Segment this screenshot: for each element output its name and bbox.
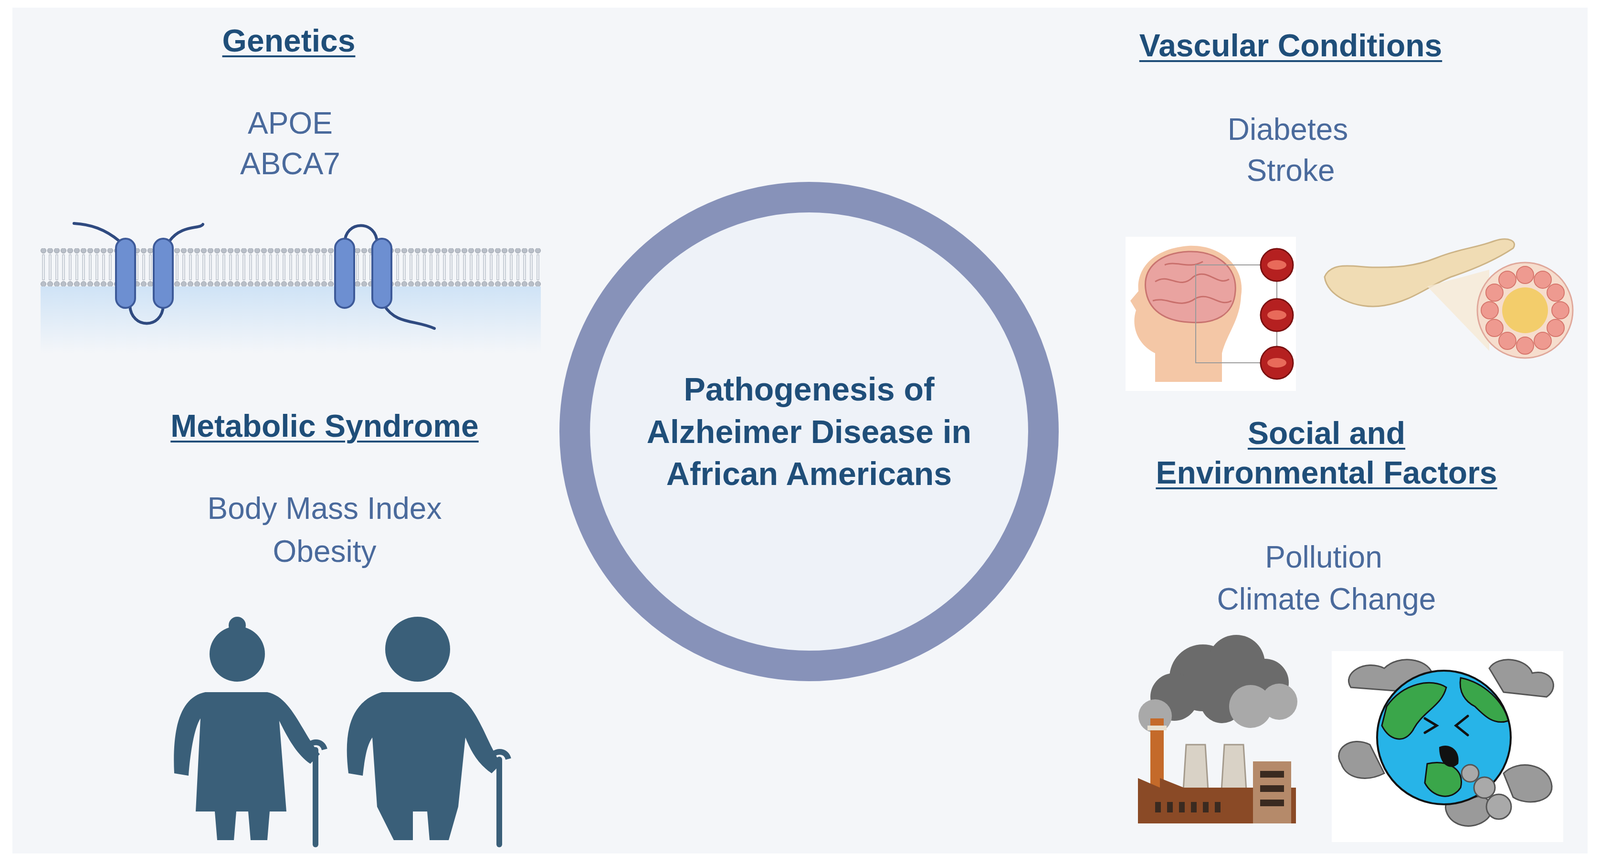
risk-factor: Diabetes — [1227, 110, 1349, 149]
risk-factor: Body Mass Index — [207, 489, 443, 528]
category-heading: Metabolic Syndrome — [170, 406, 479, 446]
stroke-brain-image — [1125, 236, 1296, 391]
background-panel — [12, 7, 1588, 854]
elderly-people-icon — [173, 616, 509, 848]
sad-earth-image — [1331, 651, 1564, 843]
risk-factor: ABCA7 — [240, 144, 341, 183]
pancreas-image — [1324, 239, 1573, 358]
central-title: Pathogenesis of Alzheimer Disease in Afr… — [627, 368, 991, 495]
risk-factor: Obesity — [273, 532, 377, 571]
risk-factor: APOE — [247, 104, 333, 143]
category-heading: Genetics — [222, 21, 356, 61]
category-heading: Social and Environmental Factors — [1145, 413, 1508, 493]
risk-factor: Stroke — [1246, 151, 1336, 190]
central-circle: Pathogenesis of Alzheimer Disease in Afr… — [558, 181, 1060, 682]
category-heading: Vascular Conditions — [1139, 25, 1443, 66]
cell-membrane — [40, 223, 541, 354]
risk-factor: Pollution — [1264, 537, 1383, 577]
risk-factor: Climate Change — [1217, 579, 1437, 619]
factory-pollution-image — [1137, 634, 1298, 824]
